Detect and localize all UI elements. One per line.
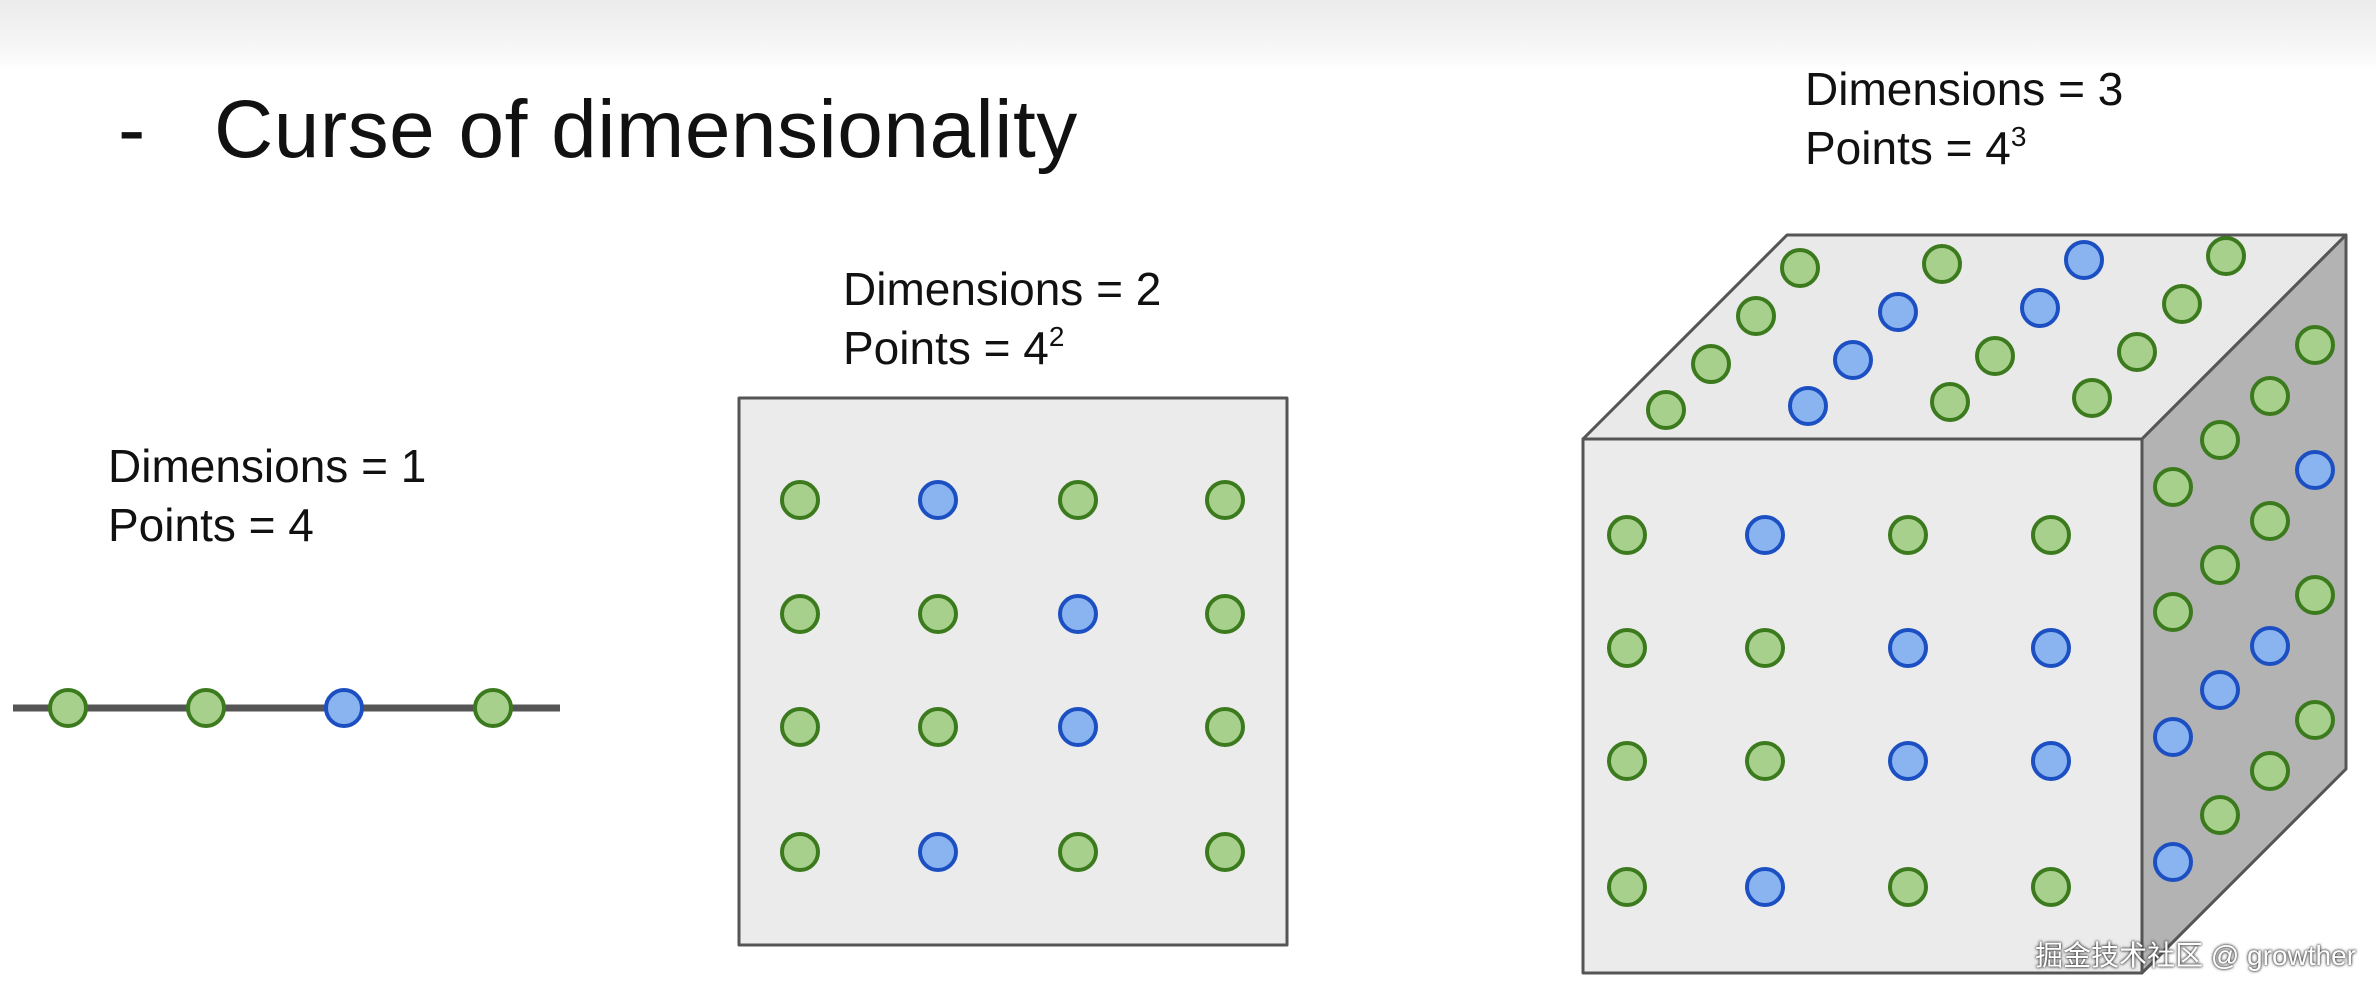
point-2d-r4c3: [1058, 832, 1098, 872]
label-1d: Dimensions = 1 Points = 4: [108, 437, 426, 561]
point-3d-top-r3c3: [1975, 336, 2015, 376]
points-3d-label: Points = 43: [1805, 121, 2027, 174]
point-2d-r2c3: [1058, 594, 1098, 634]
point-3d-side-r3c3: [2250, 626, 2290, 666]
point-3d-front-r3c4: [2031, 741, 2071, 781]
point-3d-front-r3c2: [1745, 741, 1785, 781]
point-3d-top-r1c1: [1780, 248, 1820, 288]
point-3d-top-r1c3: [2064, 240, 2104, 280]
point-3d-front-r2c4: [2031, 628, 2071, 668]
label-3d: Dimensions = 3 Points = 43: [1805, 60, 2123, 184]
points-3d-exponent: 3: [2010, 121, 2027, 152]
point-3d-top-r1c4: [2206, 236, 2246, 276]
point-3d-side-r4c1: [2153, 842, 2193, 882]
point-2d-r3c3: [1058, 707, 1098, 747]
point-3d-side-r1c2: [2200, 420, 2240, 460]
point-3d-top-r1c2: [1922, 244, 1962, 284]
point-3d-side-r2c4: [2295, 450, 2335, 490]
point-3d-front-r4c4: [2031, 867, 2071, 907]
square-2d: [737, 396, 1289, 947]
point-2d-r1c1: [780, 480, 820, 520]
point-3d-front-r2c1: [1607, 628, 1647, 668]
point-1d-3: [324, 688, 364, 728]
point-3d-side-r1c1: [2153, 467, 2193, 507]
point-3d-top-r3c4: [2117, 332, 2157, 372]
point-3d-top-r4c2: [1788, 386, 1828, 426]
points-2d-exponent: 2: [1048, 321, 1065, 352]
point-3d-front-r1c3: [1888, 515, 1928, 555]
point-3d-side-r2c3: [2250, 501, 2290, 541]
cube-front-face: [1581, 437, 2144, 975]
points-1d-label: Points = 4: [108, 499, 314, 551]
point-3d-top-r2c2: [1878, 292, 1918, 332]
point-3d-top-r4c3: [1930, 382, 1970, 422]
point-2d-r3c1: [780, 707, 820, 747]
point-3d-front-r1c1: [1607, 515, 1647, 555]
point-3d-side-r4c2: [2200, 795, 2240, 835]
point-3d-side-r2c1: [2153, 592, 2193, 632]
point-2d-r4c4: [1205, 832, 1245, 872]
point-2d-r1c3: [1058, 480, 1098, 520]
point-1d-4: [473, 688, 513, 728]
point-3d-side-r1c3: [2250, 376, 2290, 416]
point-3d-front-r1c4: [2031, 515, 2071, 555]
point-3d-top-r3c2: [1833, 340, 1873, 380]
point-2d-r1c2: [918, 480, 958, 520]
point-3d-front-r2c2: [1745, 628, 1785, 668]
point-3d-side-r4c3: [2250, 751, 2290, 791]
point-2d-r4c2: [918, 832, 958, 872]
point-3d-front-r2c3: [1888, 628, 1928, 668]
dimensions-3d-label: Dimensions = 3: [1805, 63, 2124, 115]
watermark: 掘金技术社区 @ growther: [2035, 940, 2356, 971]
point-3d-top-r3c1: [1691, 344, 1731, 384]
label-2d: Dimensions = 2 Points = 42: [843, 260, 1161, 384]
title-text: Curse of dimensionality: [214, 84, 1078, 175]
point-3d-side-r3c2: [2200, 670, 2240, 710]
point-3d-side-r2c2: [2200, 545, 2240, 585]
point-3d-front-r1c2: [1745, 515, 1785, 555]
point-3d-side-r3c1: [2153, 717, 2193, 757]
dimensions-1d-label: Dimensions = 1: [108, 440, 427, 492]
point-3d-top-r2c4: [2162, 284, 2202, 324]
point-2d-r4c1: [780, 832, 820, 872]
point-3d-front-r4c2: [1745, 867, 1785, 907]
point-3d-front-r3c3: [1888, 741, 1928, 781]
point-3d-top-r2c1: [1736, 296, 1776, 336]
slide-top-bar: [0, 0, 2376, 72]
point-3d-side-r1c4: [2295, 325, 2335, 365]
point-1d-2: [186, 688, 226, 728]
point-1d-1: [48, 688, 88, 728]
point-3d-top-r4c1: [1646, 390, 1686, 430]
point-3d-top-r4c4: [2072, 378, 2112, 418]
point-2d-r3c4: [1205, 707, 1245, 747]
point-3d-front-r4c1: [1607, 867, 1647, 907]
point-2d-r3c2: [918, 707, 958, 747]
point-2d-r2c1: [780, 594, 820, 634]
point-2d-r2c4: [1205, 594, 1245, 634]
point-3d-front-r3c1: [1607, 741, 1647, 781]
point-2d-r1c4: [1205, 480, 1245, 520]
point-3d-side-r3c4: [2295, 575, 2335, 615]
point-3d-front-r4c3: [1888, 867, 1928, 907]
title-bullet: -: [118, 84, 146, 175]
point-2d-r2c2: [918, 594, 958, 634]
point-3d-top-r2c3: [2020, 288, 2060, 328]
slide-title: -Curse of dimensionality: [118, 80, 1078, 180]
dimensions-2d-label: Dimensions = 2: [843, 263, 1162, 315]
points-2d-label: Points = 42: [843, 321, 1065, 374]
point-3d-side-r4c4: [2295, 700, 2335, 740]
